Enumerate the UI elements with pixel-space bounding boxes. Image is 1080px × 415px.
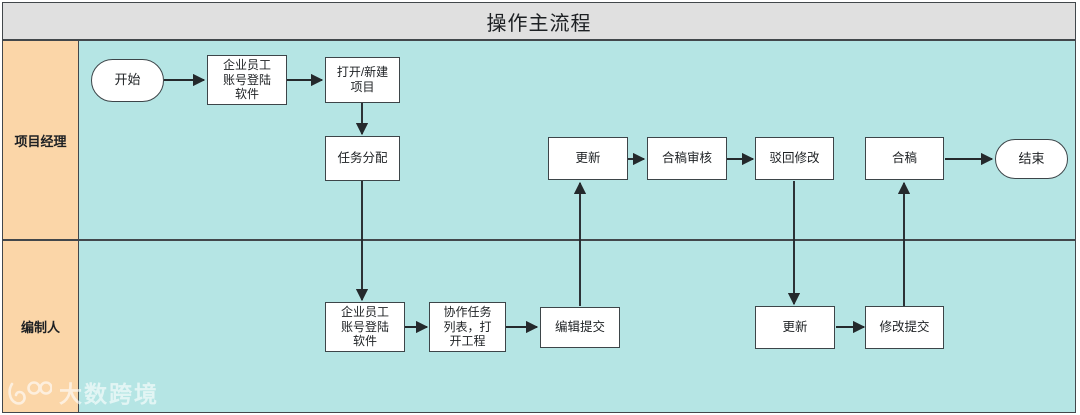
node-label: 协作任务列表，打开工程 [443, 305, 492, 349]
node-label: 任务分配 [337, 150, 388, 165]
node-open-new-project[interactable]: 打开/新建项目 [325, 57, 400, 103]
node-update-bottom[interactable]: 更新 [755, 306, 835, 349]
swimlane-label-text: 项目经理 [14, 133, 67, 149]
pool-title-bar: 操作主流程 [2, 2, 1076, 40]
node-merge[interactable]: 合稿 [865, 137, 944, 180]
node-task-list-open[interactable]: 协作任务列表，打开工程 [429, 302, 506, 352]
node-merge-review[interactable]: 合稿审核 [647, 137, 727, 180]
node-reject-revise[interactable]: 驳回修改 [755, 137, 834, 180]
node-label: 合稿审核 [661, 150, 712, 165]
swimlane-label-text: 编制人 [20, 320, 60, 335]
swimlane-label-project-manager: 项目经理 [3, 41, 79, 239]
node-label: 驳回修改 [769, 150, 820, 165]
node-label: 编辑提交 [554, 319, 605, 334]
node-label: 修改提交 [879, 319, 930, 334]
node-label: 更新 [575, 150, 601, 165]
node-label: 打开/新建项目 [336, 65, 389, 94]
node-end[interactable]: 结束 [995, 139, 1068, 179]
node-label: 更新 [782, 319, 808, 334]
node-label: 结束 [1018, 150, 1045, 166]
node-login-manager[interactable]: 企业员工账号登陆软件 [207, 55, 287, 105]
node-revise-submit[interactable]: 修改提交 [865, 306, 944, 349]
node-label: 企业员工账号登陆软件 [222, 58, 271, 102]
node-login-preparer[interactable]: 企业员工账号登陆软件 [325, 302, 405, 352]
swimlane-label-preparer: 编制人 [3, 241, 79, 412]
node-task-assign[interactable]: 任务分配 [325, 136, 400, 181]
node-update-top[interactable]: 更新 [548, 137, 628, 180]
node-start[interactable]: 开始 [91, 59, 164, 102]
node-label: 开始 [114, 72, 141, 88]
page-title: 操作主流程 [486, 12, 592, 35]
node-label: 企业员工账号登陆软件 [340, 305, 389, 349]
node-edit-submit[interactable]: 编辑提交 [540, 307, 620, 348]
node-label: 合稿 [891, 150, 917, 165]
